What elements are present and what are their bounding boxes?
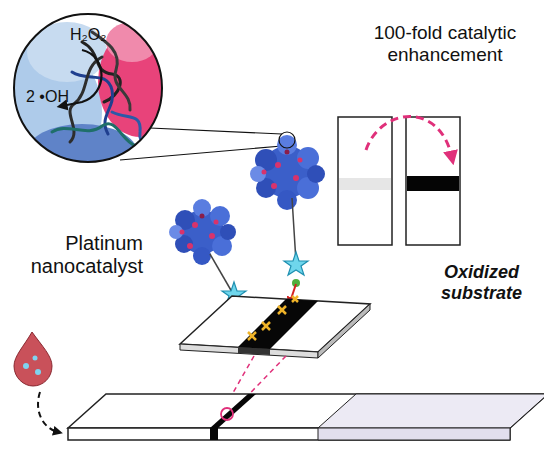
substrate-label: Oxidized substrate	[424, 262, 539, 303]
node-text: 2 •OH	[26, 88, 96, 106]
zoomed-test-line	[180, 296, 370, 358]
magnified-catalyst: H₂O₂ 2 •OH	[12, 12, 164, 164]
target-analyte	[284, 252, 308, 275]
strip-after	[406, 117, 460, 245]
nanoparticle	[250, 132, 325, 210]
node-text: H₂O₂	[70, 26, 140, 44]
enhancement-arrow	[366, 117, 452, 159]
sample-drop	[14, 332, 58, 432]
nanoparticle	[169, 199, 236, 265]
catalyst-label: Platinum nanocatalyst	[8, 232, 143, 278]
strip-before	[338, 117, 392, 245]
lateral-flow-strip	[68, 394, 544, 440]
enhancement-label: 100-fold catalytic enhancement	[355, 22, 535, 66]
dark-band	[407, 176, 459, 191]
faint-band	[339, 178, 391, 190]
zoom-line	[150, 128, 282, 134]
